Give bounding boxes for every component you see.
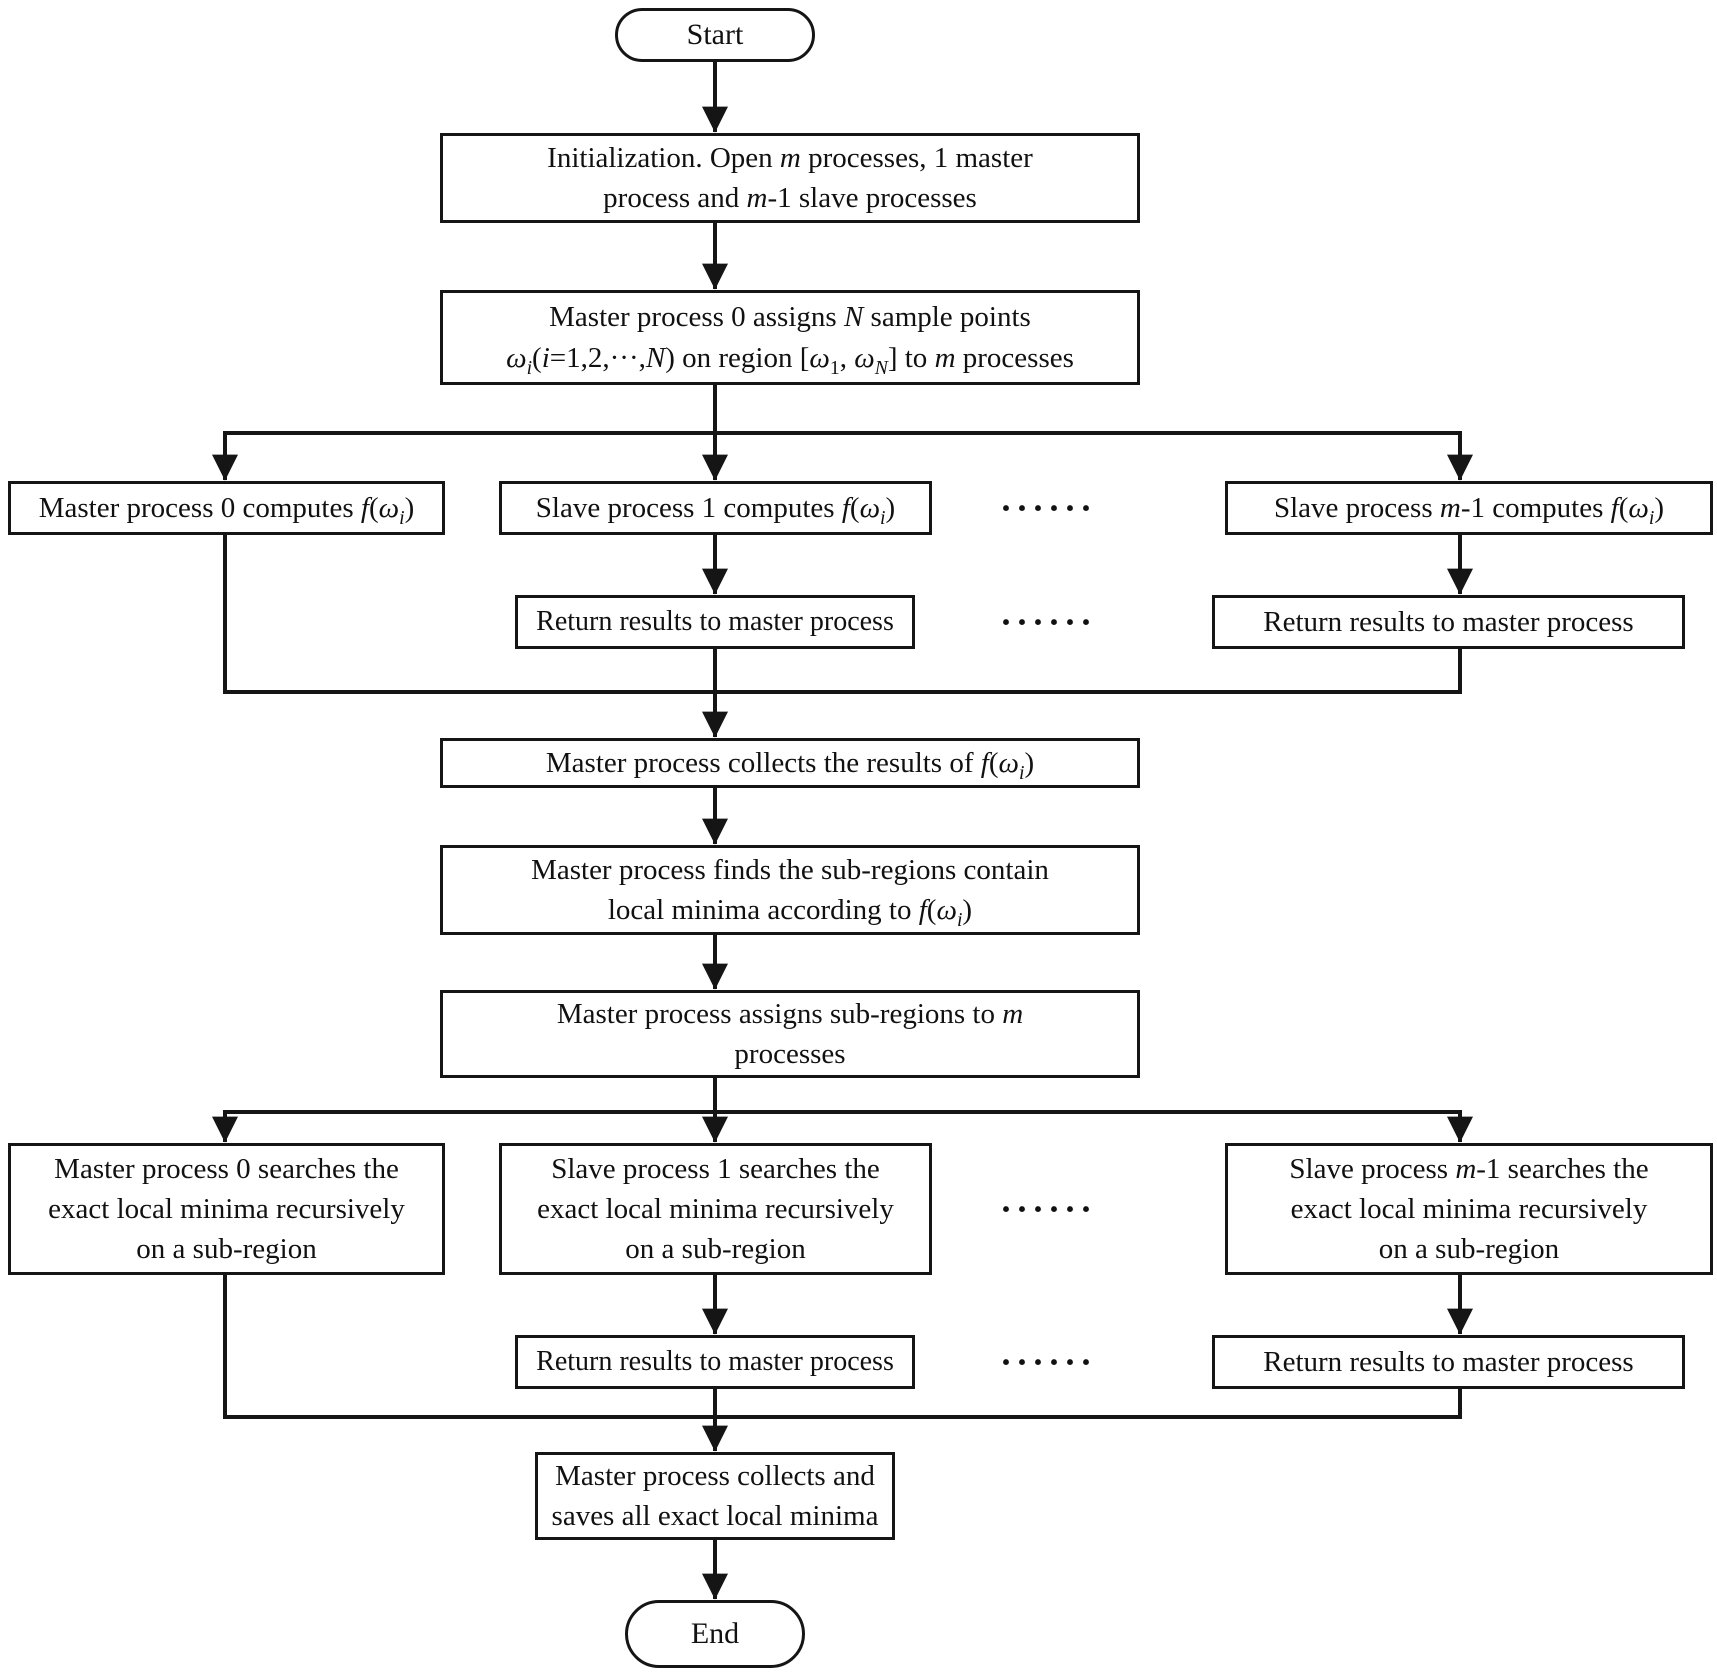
process-return1-mid-label: Return results to master process [536, 605, 894, 637]
process-return1-right-label: Return results to master process [1263, 605, 1634, 638]
process-collect-results-label: Master process collects the results of f… [545, 747, 1035, 784]
start-label: Start [686, 18, 744, 52]
ellipsis-return1-row: ······ [999, 602, 1097, 642]
start-terminator: Start [615, 8, 815, 62]
process-return1-mid: Return results to master process [515, 595, 915, 649]
process-master-computes-label: Master process 0 computes f(ωi) [38, 491, 415, 529]
process-return2-right-label: Return results to master process [1263, 1345, 1634, 1378]
process-assign-sample-points-label: Master process 0 assigns N sample points… [506, 301, 1074, 379]
process-return2-mid-label: Return results to master process [536, 1345, 894, 1377]
process-slave1-computes: Slave process 1 computes f(ωi) [499, 481, 932, 535]
process-initialization: Initialization. Open m processes, 1 mast… [440, 133, 1140, 223]
process-collect-results: Master process collects the results of f… [440, 738, 1140, 788]
ellipsis-compute-row: ······ [999, 488, 1097, 528]
process-return2-right: Return results to master process [1212, 1335, 1685, 1389]
process-slavem-computes-label: Slave process m-1 computes f(ωi) [1273, 491, 1665, 529]
ellipsis-search-row: ······ [999, 1189, 1097, 1229]
end-terminator: End [625, 1600, 805, 1668]
process-find-subregions-label: Master process finds the sub-regions con… [531, 853, 1049, 931]
ellipsis-return2-row: ······ [999, 1342, 1097, 1382]
process-find-subregions: Master process finds the sub-regions con… [440, 845, 1140, 935]
end-label: End [690, 1617, 740, 1651]
process-return1-right: Return results to master process [1212, 595, 1685, 649]
process-return2-mid: Return results to master process [515, 1335, 915, 1389]
process-assign-sample-points: Master process 0 assigns N sample points… [440, 290, 1140, 385]
process-slave1-computes-label: Slave process 1 computes f(ωi) [535, 491, 896, 529]
process-initialization-label: Initialization. Open m processes, 1 mast… [547, 141, 1033, 214]
process-master-computes: Master process 0 computes f(ωi) [8, 481, 445, 535]
process-slavem-computes: Slave process m-1 computes f(ωi) [1225, 481, 1713, 535]
